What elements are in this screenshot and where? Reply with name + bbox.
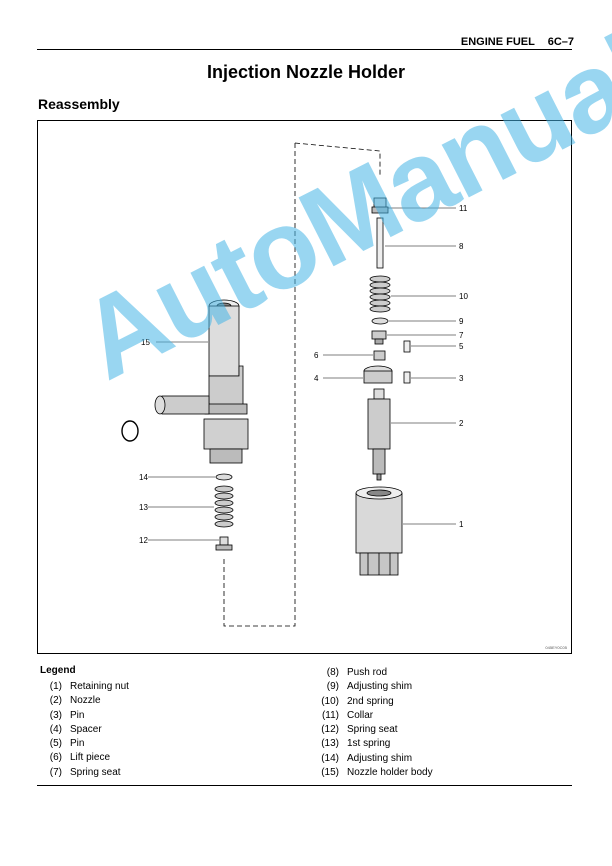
callout-5: 5 [459,342,464,351]
callout-15: 15 [141,338,150,347]
legend-item: (7)Spring seat [49,766,121,778]
callout-1: 1 [459,520,464,529]
collar-part [371,197,389,214]
legend-item: (6)Lift piece [49,752,111,764]
legend-item: (14)Adjusting shim [321,752,413,764]
callout-labels: 11 8 10 9 7 5 6 4 3 2 1 15 14 13 12 [139,204,468,545]
callout-2: 2 [459,419,464,428]
exploded-diagram: 11 8 10 9 7 5 6 4 3 2 1 15 14 13 12 045E… [37,120,572,654]
legend-item: (11)Collar [321,709,374,721]
leader-lines [148,207,456,541]
push-rod-part [376,217,384,269]
header-page-number: 6C–7 [547,36,574,48]
o-ring-part [121,420,139,442]
first-spring-part [214,485,234,528]
callout-13: 13 [139,503,148,512]
retaining-nut-part [355,486,403,576]
legend-item: (1)Retaining nut [49,681,129,692]
legend-item: (8)Push rod [326,667,388,678]
legend-item: (12)Spring seat [321,724,398,736]
header-section: ENGINE FUEL [460,36,535,48]
page-title: Injection Nozzle Holder [206,62,406,82]
header-rule [37,49,572,50]
legend-item: (9)Adjusting shim [326,681,413,693]
nozzle-part [367,388,391,481]
legend-item: (3)Pin [49,709,85,721]
callout-6: 6 [314,351,319,360]
adjusting-shim-lower-part [215,473,233,481]
running-header: ENGINE FUEL 6C–7 [451,36,574,48]
callout-9: 9 [459,317,464,326]
bottom-rule [37,785,572,786]
callout-11: 11 [459,204,468,213]
assembly-path-top [294,142,381,176]
diagram-drawing: 11 8 10 9 7 5 6 4 3 2 1 15 14 13 12 [121,142,468,627]
legend-item: (15)Nozzle holder body [321,767,433,779]
legend-item: (2)Nozzle [49,695,101,707]
legend-item: (10)2nd spring [321,695,394,707]
callout-12: 12 [139,536,148,545]
legend-right-column: (8)Push rod (9)Adjusting shim (10)2nd sp… [307,666,433,780]
callout-7: 7 [459,331,464,340]
second-spring-part [369,275,391,313]
legend-title: Legend [40,665,76,676]
callout-10: 10 [459,292,468,301]
callout-3: 3 [459,374,464,383]
spacer-part [363,365,393,384]
nozzle-holder-body-part [154,299,249,464]
legend-item: (5)Pin [49,738,85,750]
figure-code: 045EY0C05 [545,645,567,650]
callout-4: 4 [314,374,319,383]
legend-item: (4)Spacer [49,723,102,735]
section-title: Reassembly [38,96,120,112]
pin-lower-part [403,371,411,384]
lift-piece-part [373,350,386,361]
callout-8: 8 [459,242,464,251]
callout-14: 14 [139,473,148,482]
adjusting-shim-upper-part [371,317,389,325]
spring-seat-lower-part [215,536,233,551]
legend-left-column: (1)Retaining nut (2)Nozzle (3)Pin (4)Spa… [40,680,129,780]
pin-upper-part [403,340,411,353]
legend-item: (13)1st spring [321,738,391,750]
assembly-path-left [223,143,296,627]
spring-seat-upper-part [371,330,387,345]
